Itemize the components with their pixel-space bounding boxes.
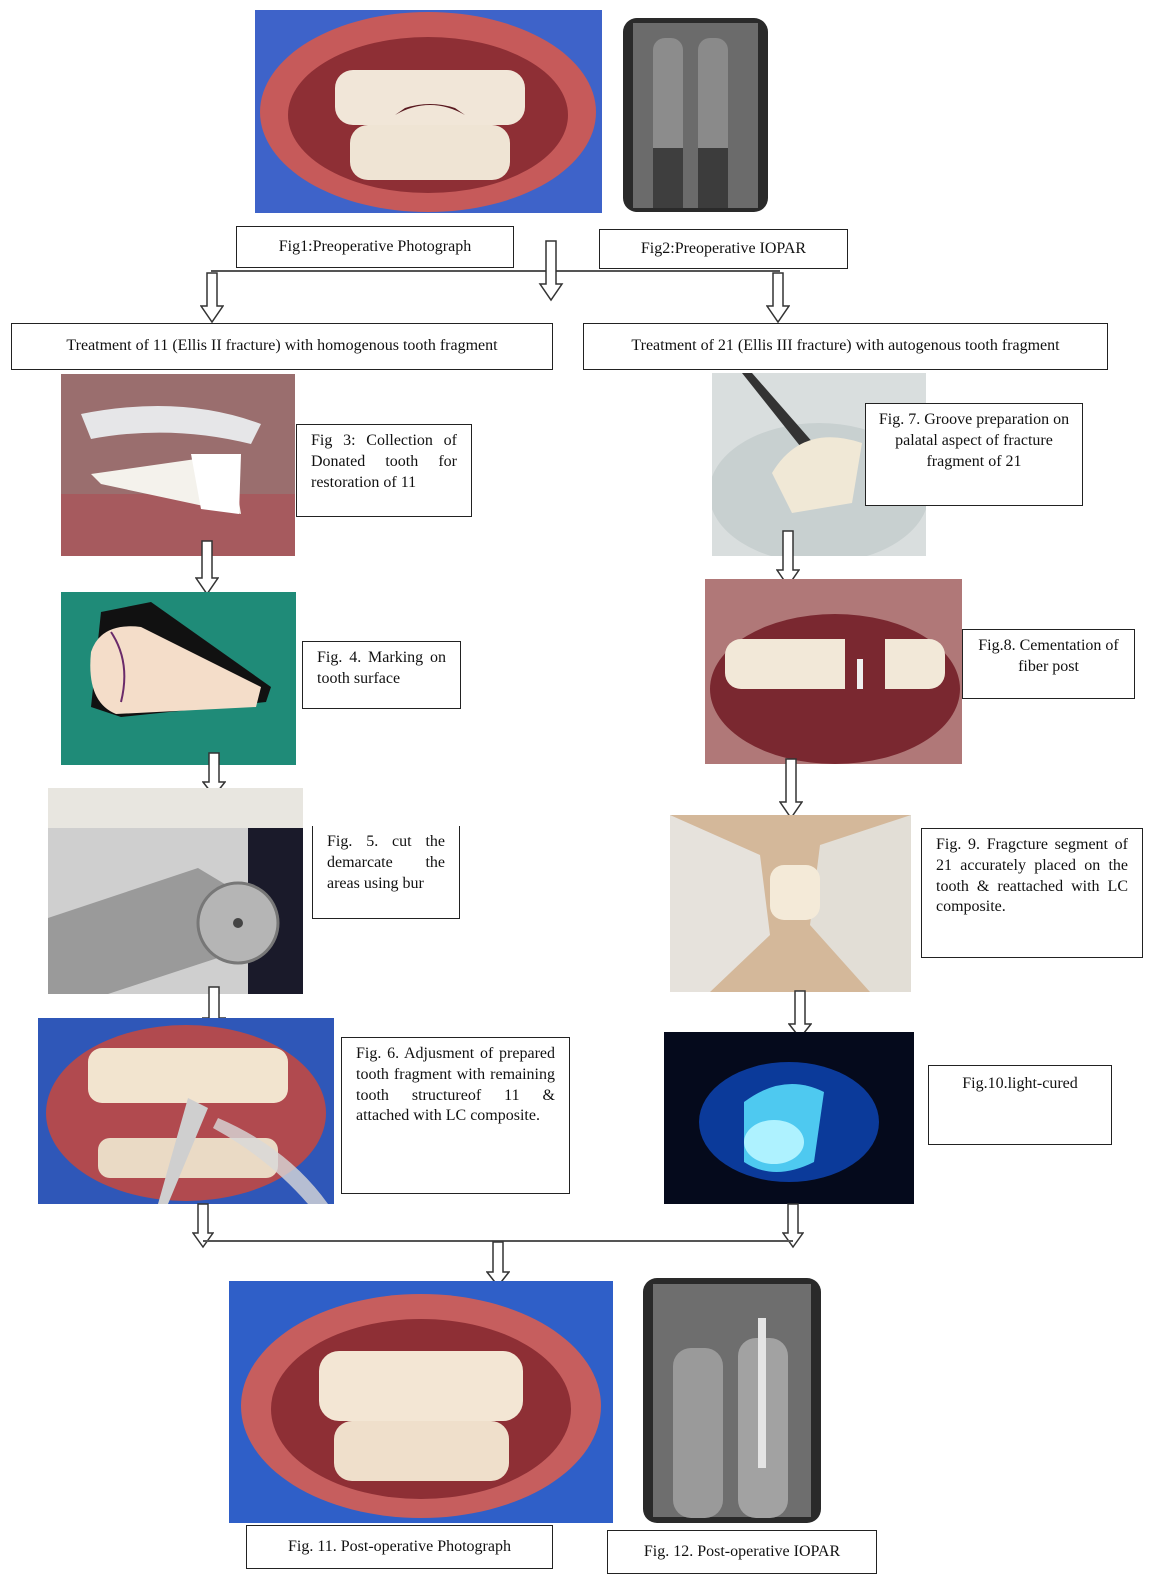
fig11-caption-text: Fig. 11. Post-operative Photograph: [288, 1537, 511, 1558]
fig8-caption: Fig.8. Cementation of fiber post: [962, 629, 1135, 699]
fig12-caption-text: Fig. 12. Post-operative IOPAR: [644, 1542, 840, 1563]
fig7-caption: Fig. 7. Groove preparation on palatal as…: [865, 403, 1083, 506]
top-split-line: [211, 270, 780, 272]
fig5-caption-text: Fig. 5. cut the demarcate the areas usin…: [327, 833, 445, 892]
fig6-caption-text: Fig. 6. Adjusment of prepared tooth frag…: [356, 1045, 555, 1124]
left-branch-title-text: Treatment of 11 (Ellis II fracture) with…: [66, 336, 497, 357]
fig9-caption-text: Fig. 9. Fragcture segment of 21 accurate…: [936, 836, 1128, 915]
right-branch-title: Treatment of 21 (Ellis III fracture) wit…: [583, 323, 1108, 370]
tooth-marking-image: [61, 592, 296, 765]
fig9-caption: Fig. 9. Fragcture segment of 21 accurate…: [921, 828, 1143, 958]
bur-cutting-image: [48, 788, 303, 994]
fig2-caption: Fig2:Preoperative IOPAR: [599, 229, 848, 269]
fig11-caption: Fig. 11. Post-operative Photograph: [246, 1525, 553, 1569]
fig5-caption: Fig. 5. cut the demarcate the areas usin…: [312, 826, 460, 919]
fragment-adjustment-image: [38, 1018, 334, 1204]
fig12-caption: Fig. 12. Post-operative IOPAR: [607, 1530, 877, 1574]
fig1-caption: Fig1:Preoperative Photograph: [236, 226, 514, 268]
right-branch-title-text: Treatment of 21 (Ellis III fracture) wit…: [631, 336, 1059, 357]
fig8-caption-text: Fig.8. Cementation of fiber post: [978, 637, 1118, 675]
fig3-caption: Fig 3: Collection of Donated tooth for r…: [296, 424, 472, 517]
down-arrow-right-branch: [766, 272, 790, 324]
fig4-caption-text: Fig. 4. Marking on tooth surface: [317, 649, 446, 687]
down-arrow-right-merge: [782, 1203, 804, 1249]
light-curing-image: [664, 1032, 914, 1204]
down-arrow-fig3-to-fig4: [195, 540, 219, 596]
down-arrow-left-branch: [200, 272, 224, 324]
preoperative-photograph-image: [255, 10, 602, 213]
preoperative-iopar-xray-image: [623, 18, 768, 212]
left-branch-title: Treatment of 11 (Ellis II fracture) with…: [11, 323, 553, 370]
fig3-caption-text: Fig 3: Collection of Donated tooth for r…: [311, 432, 457, 491]
down-arrow-left-merge: [192, 1203, 214, 1249]
fig6-caption: Fig. 6. Adjusment of prepared tooth frag…: [341, 1037, 570, 1194]
fragment-reattachment-image: [670, 815, 911, 992]
fig2-caption-text: Fig2:Preoperative IOPAR: [641, 239, 806, 260]
postoperative-photograph-image: [229, 1281, 613, 1523]
fig10-caption: Fig.10.light-cured: [928, 1065, 1112, 1145]
down-arrow-fig8-to-fig9: [779, 758, 803, 820]
fig1-caption-text: Fig1:Preoperative Photograph: [279, 237, 471, 258]
donated-tooth-collection-image: [61, 374, 295, 556]
fig7-caption-text: Fig. 7. Groove preparation on palatal as…: [879, 411, 1069, 470]
postoperative-iopar-xray-image: [643, 1278, 821, 1523]
fig10-caption-text: Fig.10.light-cured: [962, 1075, 1078, 1092]
fiber-post-cementation-image: [705, 579, 962, 764]
fig4-caption: Fig. 4. Marking on tooth surface: [302, 641, 461, 709]
down-arrow-top-center: [538, 240, 564, 302]
